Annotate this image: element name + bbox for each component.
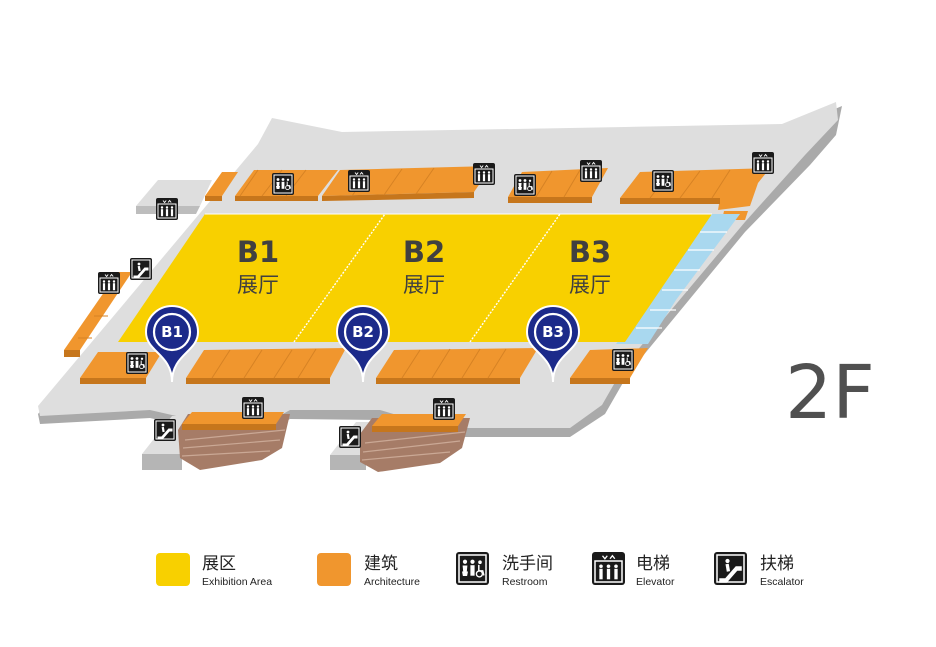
svg-text:B3: B3 [542, 323, 564, 341]
pin-b3[interactable]: B3 [525, 304, 581, 384]
elevator-icon[interactable] [155, 197, 179, 221]
svg-text:B1: B1 [161, 323, 183, 341]
elevator-icon[interactable] [751, 151, 775, 175]
restroom-icon[interactable] [125, 351, 149, 375]
hall-b3-label[interactable]: B3 展厅 [569, 235, 611, 297]
pin-b1[interactable]: B1 [144, 304, 200, 384]
svg-text:B1: B1 [237, 235, 279, 269]
elevator-icon[interactable] [241, 396, 265, 420]
svg-text:展厅: 展厅 [237, 273, 279, 297]
svg-text:B2: B2 [352, 323, 374, 341]
elevator-icon[interactable] [97, 271, 121, 295]
elevator-icon[interactable] [472, 162, 496, 186]
elevator-icon[interactable] [432, 397, 456, 421]
svg-text:Architecture: Architecture [364, 576, 420, 588]
svg-text:扶梯: 扶梯 [760, 554, 794, 574]
svg-text:建筑: 建筑 [364, 554, 398, 574]
restroom-icon[interactable] [651, 169, 675, 193]
svg-text:B2: B2 [403, 235, 445, 269]
legend-item-architecture: 建筑 Architecture [317, 553, 420, 588]
pin-b2[interactable]: B2 [335, 304, 391, 384]
architecture-blocks [64, 166, 770, 432]
legend-item-elevator: 电梯 Elevator [591, 551, 675, 588]
legend-item-restroom: 洗手间 Restroom [455, 551, 553, 588]
escalator-icon [713, 551, 748, 586]
restroom-icon[interactable] [513, 173, 537, 197]
exhibition-swatch [156, 553, 190, 586]
escalator-icon[interactable] [338, 425, 362, 449]
svg-text:展厅: 展厅 [569, 273, 611, 297]
elevator-icon [591, 551, 626, 586]
svg-text:B3: B3 [569, 235, 611, 269]
svg-text:Restroom: Restroom [502, 576, 548, 588]
restroom-icon[interactable] [271, 172, 295, 196]
hall-b2-label[interactable]: B2 展厅 [403, 235, 445, 297]
elevator-icon[interactable] [579, 159, 603, 183]
legend-item-escalator: 扶梯 Escalator [713, 551, 804, 588]
glass-atrium [616, 214, 740, 344]
restroom-icon [455, 551, 490, 586]
svg-text:Escalator: Escalator [760, 576, 804, 588]
svg-text:洗手间: 洗手间 [502, 554, 553, 574]
escalator-icon[interactable] [129, 257, 153, 281]
restroom-icon[interactable] [611, 348, 635, 372]
architecture-swatch [317, 553, 351, 586]
legend: 展区 Exhibition Area 建筑 Architecture 洗手间 R… [156, 551, 804, 588]
elevator-icon[interactable] [347, 169, 371, 193]
svg-text:展区: 展区 [202, 554, 236, 574]
svg-text:Exhibition Area: Exhibition Area [202, 576, 272, 588]
hall-b1-label[interactable]: B1 展厅 [237, 235, 279, 297]
svg-text:展厅: 展厅 [403, 273, 445, 297]
legend-item-exhibition: 展区 Exhibition Area [156, 553, 272, 588]
floor-label: 2F [785, 350, 875, 436]
svg-text:电梯: 电梯 [636, 554, 670, 574]
escalator-icon[interactable] [153, 418, 177, 442]
svg-text:Elevator: Elevator [636, 576, 675, 588]
